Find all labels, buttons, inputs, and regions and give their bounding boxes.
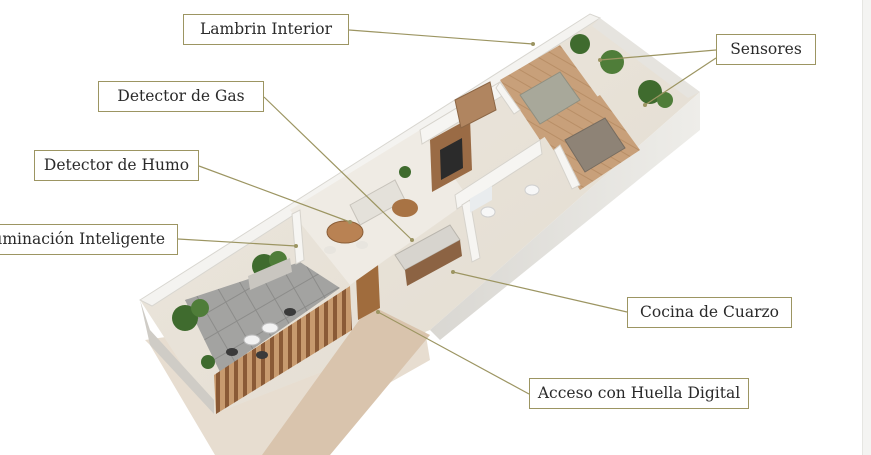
chair xyxy=(324,246,336,254)
leader-line-sensores-2 xyxy=(644,57,717,106)
leader-line-sensores xyxy=(599,49,717,61)
small-kitchen xyxy=(454,81,497,129)
leader-line-lambrin xyxy=(348,29,534,45)
tv-screen xyxy=(440,138,463,180)
label-acceso-con-huella-digital: Acceso con Huella Digital xyxy=(529,378,749,409)
leader-line-cocina xyxy=(452,271,628,313)
chair xyxy=(356,241,368,249)
leader-line-humo xyxy=(198,165,351,223)
planter-box xyxy=(248,258,292,290)
entry-walkway xyxy=(262,305,430,455)
leader-line-gas xyxy=(263,96,413,241)
coffee-table xyxy=(392,199,418,217)
entry-door xyxy=(356,264,380,320)
left-side-wall xyxy=(140,300,214,414)
leader-line-acceso xyxy=(377,311,530,395)
patio-floor xyxy=(185,262,340,372)
bed-1 xyxy=(519,71,581,125)
label-iluminacion-inteligente: Iluminación Inteligente xyxy=(0,224,178,255)
wood-slat-screen xyxy=(214,286,352,414)
label-lambrin-interior: Lambrin Interior xyxy=(183,14,349,45)
label-detector-de-gas: Detector de Gas xyxy=(98,81,264,112)
bed-2 xyxy=(564,117,626,173)
right-wall xyxy=(592,18,700,98)
leader-line-iluminacion xyxy=(177,238,297,247)
bathroom-fixtures xyxy=(470,184,540,218)
leader-lines xyxy=(177,29,717,395)
kitchen-cabinets xyxy=(405,240,462,286)
patio-furniture xyxy=(226,308,296,359)
label-cocina-de-cuarzo: Cocina de Cuarzo xyxy=(627,297,792,328)
label-sensores: Sensores xyxy=(716,34,816,65)
dining-table xyxy=(326,220,364,244)
label-detector-de-humo: Detector de Humo xyxy=(34,150,199,181)
leader-dots xyxy=(294,42,647,314)
scrollbar-track[interactable] xyxy=(862,0,871,455)
